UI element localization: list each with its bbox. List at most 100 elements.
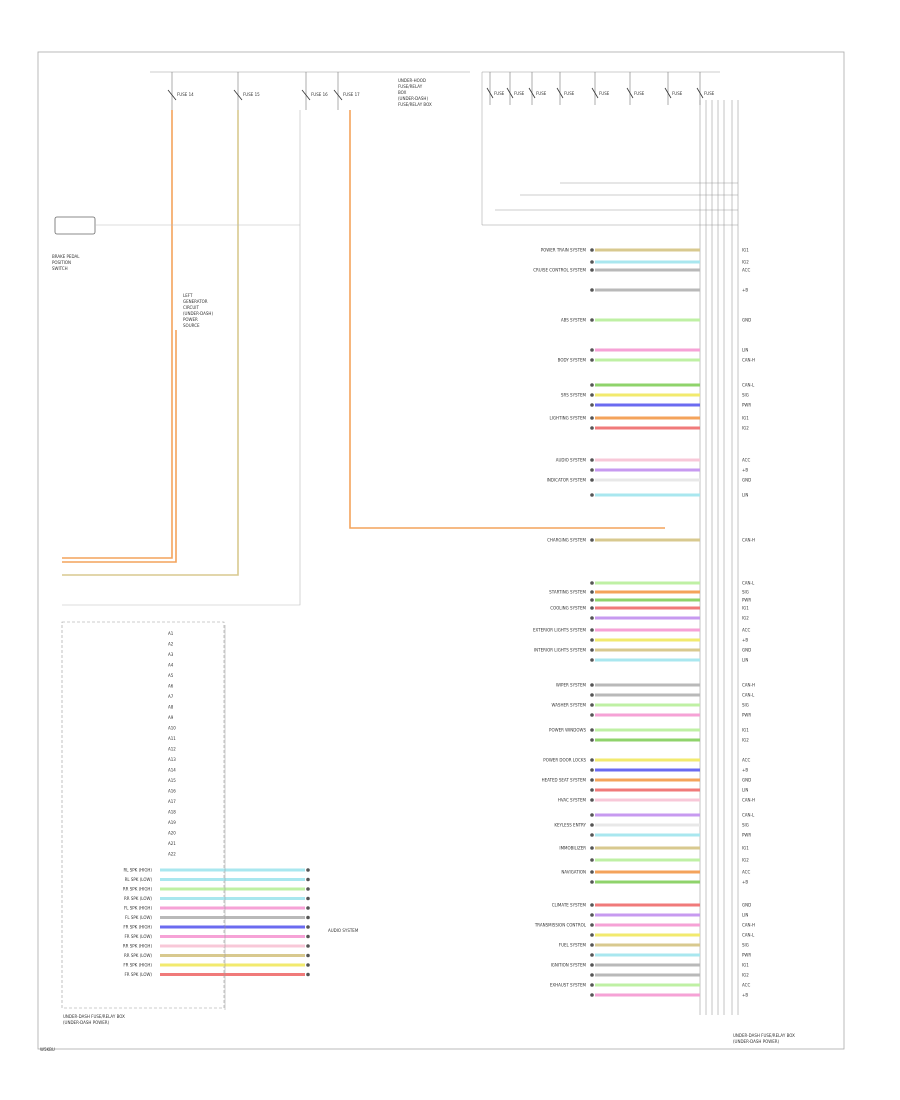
system-label-right: HVAC SYSTEM — [558, 798, 587, 803]
module-label-1: LEFT — [183, 293, 193, 298]
pin-label-right: CAN-H — [742, 538, 755, 543]
pin-label-right: SIG — [742, 943, 749, 948]
harness-connector-dot — [590, 768, 594, 772]
upper-label-5: FUSE/RELAY BOX — [398, 102, 432, 107]
pin-label-right: IG2 — [742, 616, 749, 621]
wire-orange-2 — [62, 330, 177, 563]
harness-connector-dot — [590, 538, 594, 542]
pin-label-right: GND — [742, 778, 751, 783]
left-pin-number: A22 — [168, 852, 176, 857]
fuse-symbol — [233, 89, 243, 101]
system-label-right: CHARGING SYSTEM — [547, 538, 586, 543]
left-connector-dot — [306, 915, 310, 920]
left-connector-label: FL SPK (LOW) — [125, 915, 152, 920]
system-label-right: WIPER SYSTEM — [556, 683, 587, 688]
fuse-label-left: FUSE 17 — [343, 92, 360, 97]
fuse-symbol — [301, 89, 311, 101]
left-connector-label: FR SPK (HIGH) — [123, 925, 152, 930]
pin-label-right: CAN-H — [742, 923, 755, 928]
system-label-right: LIGHTING SYSTEM — [550, 416, 587, 421]
wire-orange-3 — [349, 110, 665, 529]
harness-connector-dot — [590, 813, 594, 817]
left-connector-dot — [306, 944, 310, 948]
fuse-symbol — [486, 87, 494, 99]
harness-connector-dot — [590, 658, 594, 662]
left-pin-number: A21 — [168, 841, 176, 846]
diagram-frame — [37, 51, 845, 1050]
pin-label-right: +B — [742, 993, 748, 998]
fuse-label-right: FUSE — [536, 91, 547, 96]
harness-connector-dot — [590, 778, 594, 782]
system-label-right: IGNITION SYSTEM — [551, 963, 587, 968]
pin-label-right: IG2 — [742, 973, 749, 978]
pin-label-right: IG2 — [742, 426, 749, 431]
fuse-label-left: FUSE 14 — [177, 92, 194, 97]
harness-connector-dot — [590, 268, 594, 272]
harness-connector-dot — [590, 581, 594, 585]
harness-connector-dot — [590, 693, 594, 697]
pin-label-right: ACC — [742, 268, 750, 273]
pin-label-right: ACC — [742, 628, 750, 633]
pin-label-right: IG2 — [742, 738, 749, 743]
fuse-symbol — [333, 89, 343, 101]
system-label-right: EXTERIOR LIGHTS SYSTEM — [533, 628, 587, 633]
left-connector-dot — [306, 972, 310, 977]
harness-connector-dot — [590, 606, 594, 610]
pin-label-right: +B — [742, 468, 748, 473]
pin-label-right: IG1 — [742, 606, 749, 611]
left-pin-number: A6 — [168, 684, 174, 689]
bottom-right-label-1: UNDER-DASH FUSE/RELAY BOX — [733, 1033, 795, 1038]
pin-label-right: ACC — [742, 983, 750, 988]
system-label-right: BODY SYSTEM — [558, 358, 587, 363]
pin-label-right: LIN — [742, 348, 748, 353]
pin-label-right: SIG — [742, 823, 749, 828]
left-connector-label: RR SPK (HIGH) — [123, 944, 153, 949]
harness-connector-dot — [590, 953, 594, 957]
system-label-right: STARTING SYSTEM — [549, 590, 586, 595]
pin-label-right: CAN-H — [742, 683, 755, 688]
harness-connector-dot — [590, 628, 594, 632]
fuse-label-left: FUSE 16 — [311, 92, 328, 97]
upper-label-2: FUSE/RELAY — [398, 84, 423, 89]
harness-connector-dot — [590, 903, 594, 907]
harness-connector-dot — [590, 260, 594, 264]
left-connector-label: FL SPK (HIGH) — [124, 906, 153, 911]
fuse-label-left: FUSE 15 — [243, 92, 260, 97]
left-connector-label: RR SPK (LOW) — [124, 953, 152, 958]
pin-label-right: PWR — [742, 598, 751, 603]
harness-connector-dot — [590, 458, 594, 462]
harness-connector-dot — [590, 973, 594, 977]
left-connector-dot — [306, 925, 310, 929]
system-label-right: WASHER SYSTEM — [551, 703, 586, 708]
pin-label-right: LIN — [742, 658, 748, 663]
brake-switch-label-2: POSITION — [52, 260, 71, 265]
pin-label-right: LIN — [742, 788, 748, 793]
harness-connector-dot — [590, 590, 594, 594]
pin-label-right: +B — [742, 638, 748, 643]
left-pin-number: A14 — [168, 768, 176, 773]
harness-connector-dot — [590, 933, 594, 937]
harness-connector-dot — [590, 923, 594, 927]
harness-connector-dot — [590, 993, 594, 997]
harness-connector-dot — [590, 858, 594, 862]
fuse-label-right: FUSE — [564, 91, 575, 96]
left-pin-number: A1 — [168, 631, 174, 636]
harness-connector-dot — [590, 880, 594, 884]
wire-tan-1 — [62, 110, 239, 576]
pin-label-right: CAN-L — [742, 813, 755, 818]
fuse-label-right: FUSE — [704, 91, 715, 96]
system-label-right: KEYLESS ENTRY — [554, 823, 586, 828]
left-connector-label: RL SPK (LOW) — [125, 877, 153, 882]
pin-label-right: CAN-L — [742, 693, 755, 698]
harness-connector-dot — [590, 638, 594, 642]
harness-connector-dot — [590, 616, 594, 620]
module-label-2: GENERATOR — [183, 299, 208, 304]
harness-connector-dot — [590, 248, 594, 252]
module-label-5: POWER — [183, 317, 198, 322]
harness-connector-dot — [590, 493, 594, 497]
pin-label-right: +B — [742, 768, 748, 773]
pin-label-right: IG2 — [742, 260, 749, 265]
pin-label-right: ACC — [742, 870, 750, 875]
harness-connector-dot — [590, 798, 594, 802]
